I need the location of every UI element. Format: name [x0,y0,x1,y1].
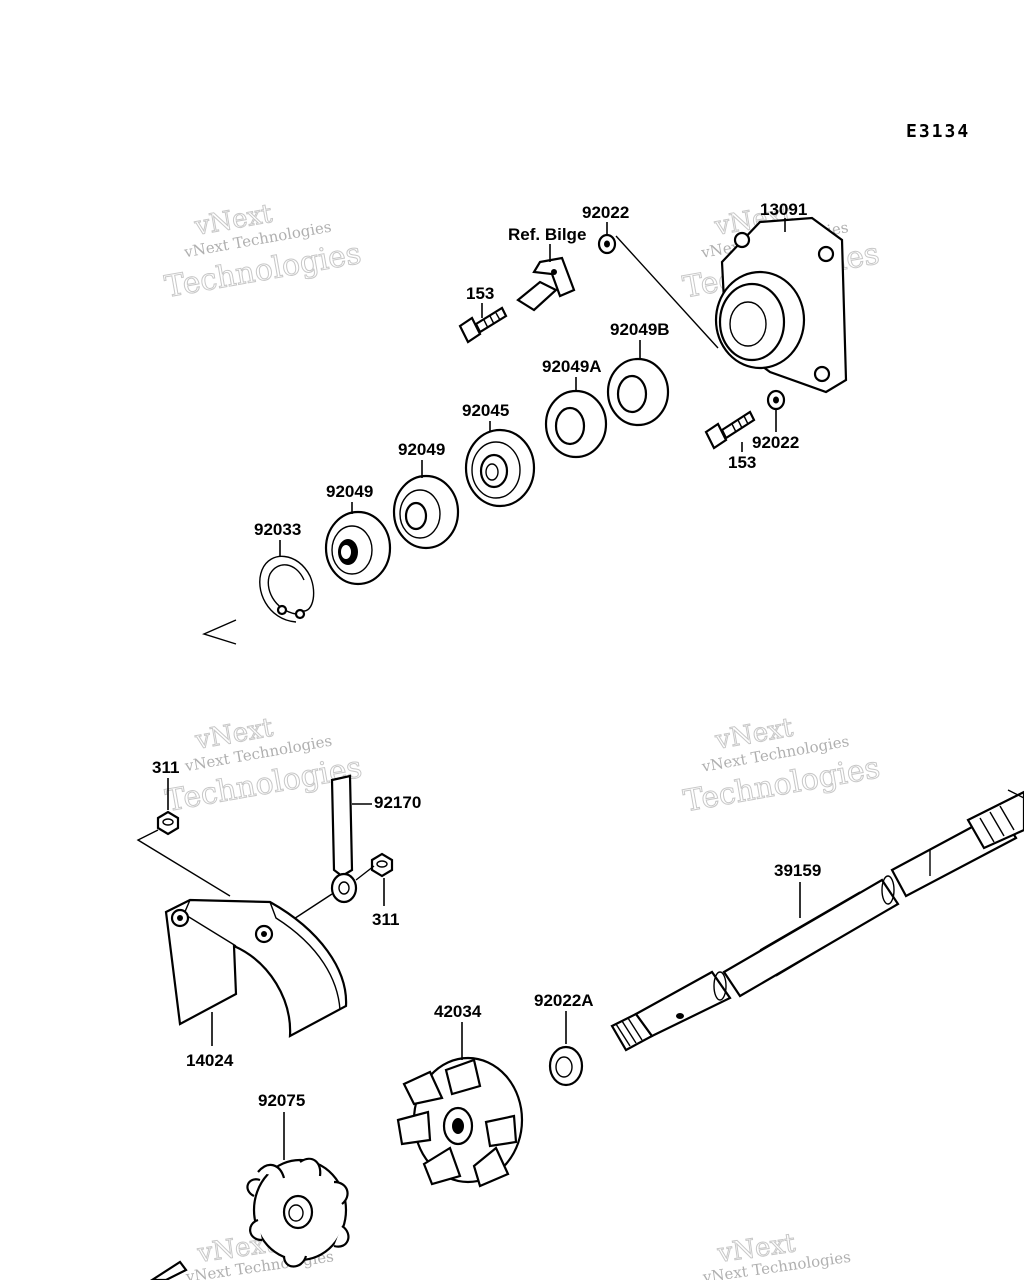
label-153-bottom: 153 [728,453,756,472]
washer-92022A [548,1045,584,1087]
label-92045: 92045 [462,401,509,420]
label-92033: 92033 [254,520,301,539]
seal-92049A [544,389,608,459]
circlip-92033 [259,555,315,623]
label-92049-b: 92049 [326,482,373,501]
bearing-92045 [464,428,536,508]
label-92049-a: 92049 [398,440,445,459]
direction-mark-right [1007,789,1024,799]
diagram-code: E3134 [906,121,970,142]
corner-fragment [149,1260,188,1280]
seal-92049-inner [392,474,460,550]
bilge-bracket [516,256,576,312]
label-14024: 14024 [186,1051,234,1070]
bolt-153-top [458,306,508,344]
seal-92049B [606,357,670,427]
bolt-153-bottom [704,410,756,450]
watermark-top-left: vNext vNext Technologies Technologies [162,198,365,305]
washer-92022-right [766,389,786,411]
label-92075: 92075 [258,1091,305,1110]
housing-13091 [714,216,848,394]
nut-311-right [370,852,394,878]
label-92022A: 92022A [534,991,594,1010]
label-153-top: 153 [466,284,494,303]
label-92170: 92170 [374,793,421,812]
label-13091: 13091 [760,200,807,219]
cover-14024 [164,898,348,1038]
watermark-bottom-right: vNext vNext Technologies [701,1228,852,1280]
label-92049A: 92049A [542,357,602,376]
label-39159: 39159 [774,861,821,880]
direction-mark-left [202,619,237,645]
label-92049B: 92049B [610,320,670,339]
shaft-39159 [610,790,1024,1052]
label-92022-right: 92022 [752,433,799,452]
label-311-left: 311 [152,758,179,777]
label-92022-top: 92022 [582,203,629,222]
label-42034: 42034 [434,1002,482,1021]
nut-311-left [156,810,180,836]
seal-92049-outer [324,510,392,586]
watermark-mid-right: vNext vNext Technologies Technologies [680,712,883,820]
strap-92170 [330,774,358,904]
label-311-right: 311 [372,910,399,929]
washer-92022-top [597,233,617,255]
label-ref-bilge: Ref. Bilge [508,225,586,244]
coupler-42034 [396,1056,524,1188]
damper-92075 [246,1157,350,1268]
